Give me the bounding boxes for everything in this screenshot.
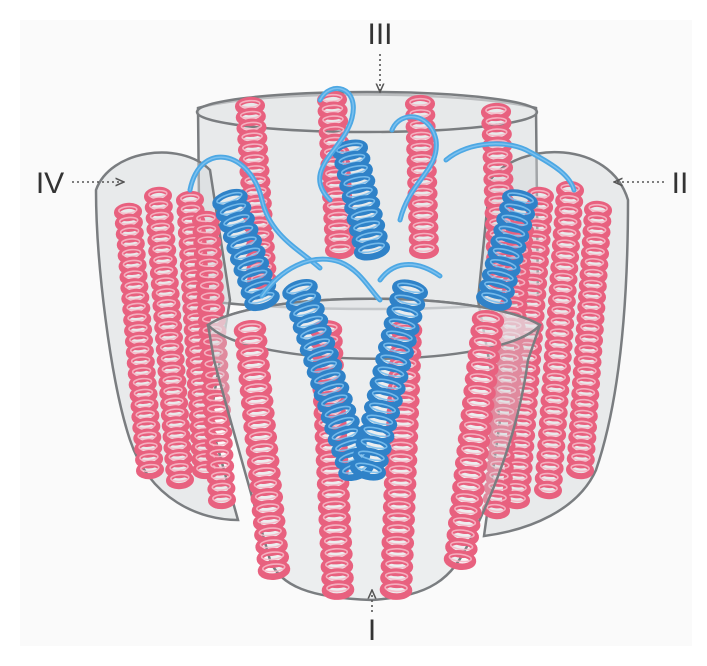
label-II: II xyxy=(672,167,689,200)
label-III: III xyxy=(367,18,392,51)
label-IV: IV xyxy=(36,167,64,200)
label-I: I xyxy=(368,614,376,647)
